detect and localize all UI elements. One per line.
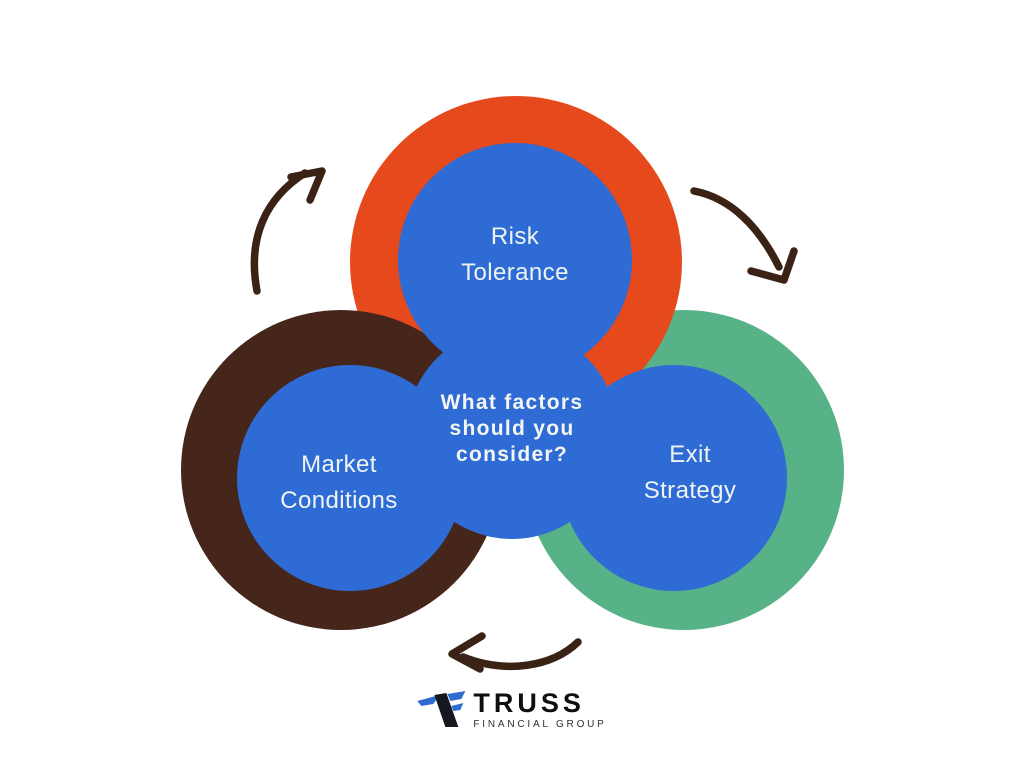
cycle-arrow-bottom-head — [448, 632, 486, 673]
cycle-arrow-top-left-head — [287, 167, 326, 204]
cycle-arrow-top-right-head — [747, 247, 798, 284]
logo-subtitle: FINANCIAL GROUP — [473, 719, 607, 730]
cycle-arrow-top-right — [690, 187, 783, 271]
center-question: What factors should you consider? — [396, 390, 628, 468]
exit-label-line1: Exit — [669, 441, 711, 468]
risk-label-line2: Tolerance — [461, 259, 569, 286]
market-conditions-label: Market Conditions — [219, 447, 459, 519]
cycle-arrow-bottom — [459, 638, 582, 670]
center-question-line2: should you — [449, 417, 575, 440]
center-circle — [406, 327, 618, 539]
market-label-line1: Market — [301, 451, 377, 478]
truss-logo-icon — [417, 691, 466, 727]
cycle-arrow-top-left — [250, 169, 309, 295]
center-question-line3: consider? — [455, 443, 569, 466]
logo-black-slash-shape — [434, 693, 459, 727]
risk-tolerance-label: Risk Tolerance — [395, 219, 635, 291]
truss-financial-group-logo: TRUSS FINANCIAL GROUP — [417, 690, 606, 730]
exit-strategy-label: Exit Strategy — [570, 437, 810, 509]
logo-top-bar-shape — [447, 691, 466, 701]
logo-bottom-bar-shape — [451, 703, 464, 711]
logo-left-wing-shape — [417, 695, 440, 706]
center-question-line1: What factors — [440, 391, 584, 414]
logo-name: TRUSS — [473, 688, 585, 718]
exit-label-line2: Strategy — [643, 477, 737, 504]
logo-text-column: TRUSS FINANCIAL GROUP — [473, 688, 607, 731]
risk-label-line1: Risk — [490, 223, 540, 250]
market-label-line2: Conditions — [280, 487, 398, 514]
